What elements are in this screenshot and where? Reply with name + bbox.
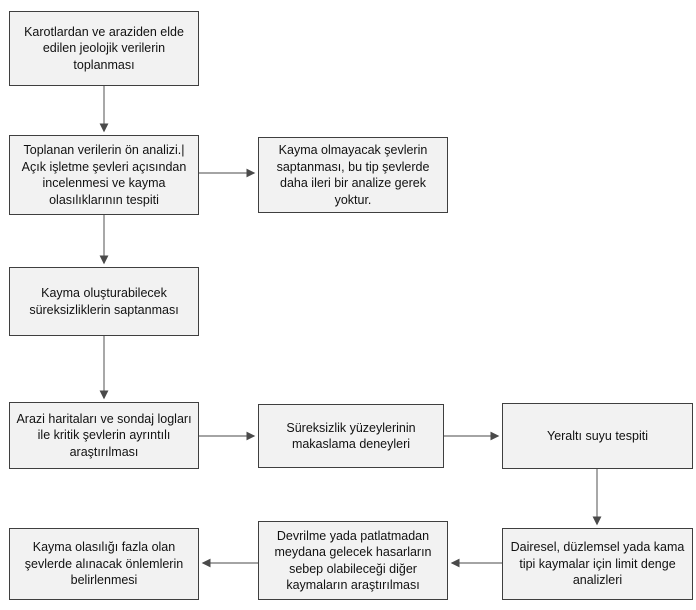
flow-node-limit-equilibrium-analysis: Dairesel, düzlemsel yada kama tipi kayma… bbox=[502, 528, 693, 600]
flow-node-collect-geologic-data: Karotlardan ve araziden elde edilen jeol… bbox=[9, 11, 199, 86]
flow-node-other-slides-research: Devrilme yada patlatmadan meydana gelece… bbox=[258, 521, 448, 600]
flow-node-no-slide-slopes: Kayma olmayacak şevlerin saptanması, bu … bbox=[258, 137, 448, 213]
flow-node-critical-slope-research: Arazi haritaları ve sondaj logları ile k… bbox=[9, 402, 199, 469]
flow-node-discontinuity-detection: Kayma oluşturabilecek süreksizliklerin s… bbox=[9, 267, 199, 336]
flow-node-preliminary-analysis: Toplanan verilerin ön analizi.| Açık işl… bbox=[9, 135, 199, 215]
flow-node-groundwater-detection: Yeraltı suyu tespiti bbox=[502, 403, 693, 469]
flow-node-determine-precautions: Kayma olasılığı fazla olan şevlerde alın… bbox=[9, 528, 199, 600]
flow-node-shear-tests: Süreksizlik yüzeylerinin makaslama deney… bbox=[258, 404, 444, 468]
